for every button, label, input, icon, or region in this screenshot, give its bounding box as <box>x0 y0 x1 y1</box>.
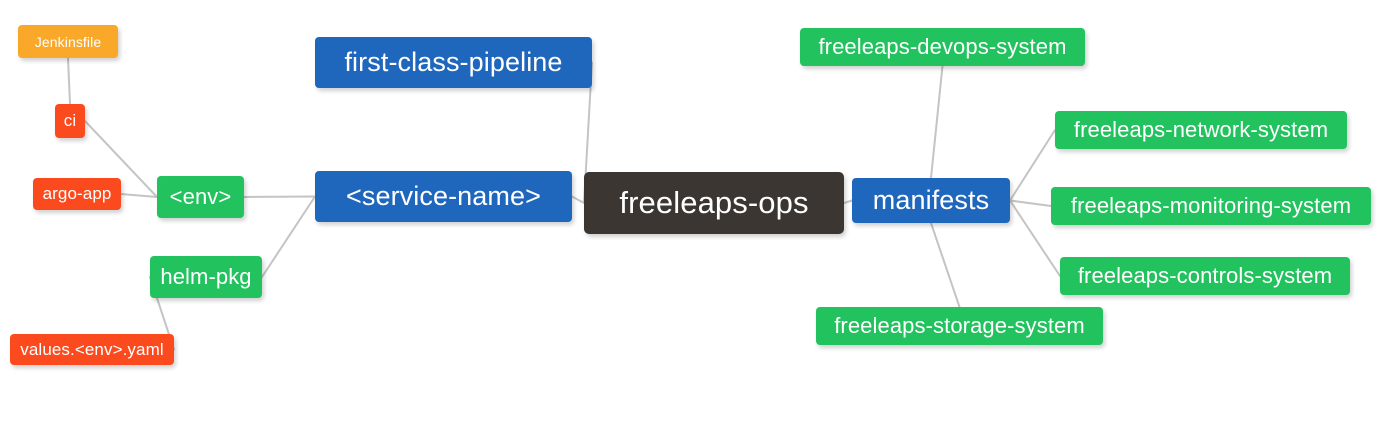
node-storage[interactable]: freeleaps-storage-system <box>816 307 1103 345</box>
edge-manifests-to-devops <box>930 65 944 179</box>
node-label: argo-app <box>42 184 112 203</box>
node-label: freeleaps-monitoring-system <box>1070 193 1352 218</box>
node-ci[interactable]: ci <box>55 104 85 138</box>
edge-manifests-to-monitoring <box>1009 199 1052 207</box>
node-pipeline[interactable]: first-class-pipeline <box>315 37 592 88</box>
node-root[interactable]: freeleaps-ops <box>584 172 844 234</box>
node-valuesyaml[interactable]: values.<env>.yaml <box>10 334 174 365</box>
node-label: <service-name> <box>346 181 541 211</box>
node-helmpkg[interactable]: helm-pkg <box>150 256 262 298</box>
edge-root-to-manifests <box>843 199 853 204</box>
edge-service-to-helmpkg <box>261 195 316 278</box>
node-env[interactable]: <env> <box>157 176 244 218</box>
edge-manifests-to-controls <box>1009 199 1061 277</box>
node-monitoring[interactable]: freeleaps-monitoring-system <box>1051 187 1371 225</box>
edge-root-to-service <box>571 195 585 204</box>
edge-env-to-argoapp <box>120 193 158 198</box>
node-argoapp[interactable]: argo-app <box>33 178 121 210</box>
node-label: Jenkinsfile <box>34 33 102 50</box>
node-label: freeleaps-controls-system <box>1077 263 1333 288</box>
node-service[interactable]: <service-name> <box>315 171 572 222</box>
node-label: ci <box>63 111 77 130</box>
node-label: first-class-pipeline <box>344 47 563 77</box>
node-label: helm-pkg <box>160 264 252 289</box>
edge-manifests-to-storage <box>930 222 961 308</box>
node-label: freeleaps-storage-system <box>834 313 1085 338</box>
node-network[interactable]: freeleaps-network-system <box>1055 111 1347 149</box>
node-controls[interactable]: freeleaps-controls-system <box>1060 257 1350 295</box>
edge-env-to-ci <box>84 120 158 198</box>
node-label: values.<env>.yaml <box>20 339 164 359</box>
node-label: freeleaps-network-system <box>1073 117 1329 142</box>
node-label: <env> <box>169 184 232 209</box>
node-label: freeleaps-devops-system <box>818 34 1067 59</box>
edge-ci-to-jenkinsfile <box>67 57 71 105</box>
node-manifests[interactable]: manifests <box>852 178 1010 223</box>
node-label: manifests <box>872 185 990 215</box>
edge-manifests-to-network <box>1009 129 1056 202</box>
node-jenkinsfile[interactable]: Jenkinsfile <box>18 25 118 58</box>
node-label: freeleaps-ops <box>619 185 809 220</box>
edge-service-to-env <box>243 195 316 198</box>
node-devops[interactable]: freeleaps-devops-system <box>800 28 1085 66</box>
